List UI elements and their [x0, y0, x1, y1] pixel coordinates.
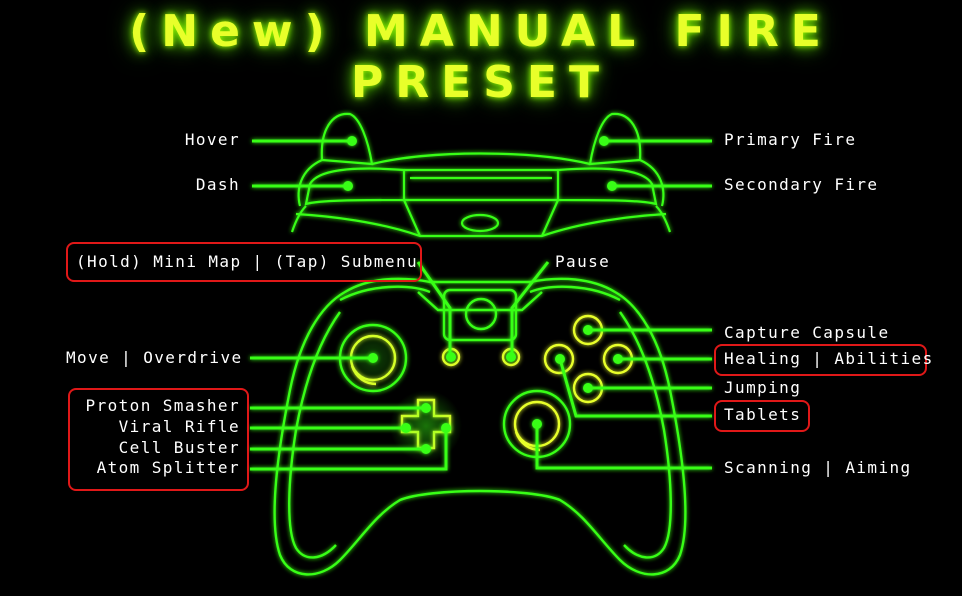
highlight-box-mini-map — [66, 242, 422, 282]
label-pause: Pause — [555, 252, 611, 271]
label-cell-buster: Cell Buster — [118, 438, 240, 457]
highlight-box-dpad — [68, 388, 249, 491]
label-move-overdrive: Move | Overdrive — [66, 348, 243, 367]
label-mini-map: (Hold) Mini Map | (Tap) Submenu — [76, 252, 419, 271]
label-secondary-fire: Secondary Fire — [724, 175, 879, 194]
controller-top-view — [290, 112, 672, 238]
label-scanning-aiming: Scanning | Aiming — [724, 458, 912, 477]
callout-lines — [250, 139, 712, 471]
page-title: (New) MANUAL FIRE PRESET — [129, 6, 833, 108]
label-jumping: Jumping — [724, 378, 802, 397]
label-healing-abilities: Healing | Abilities — [724, 349, 934, 368]
label-hover: Hover — [184, 130, 240, 149]
highlight-box-tablets — [714, 400, 810, 432]
callout-dots — [343, 136, 623, 454]
label-primary-fire: Primary Fire — [724, 130, 857, 149]
label-atom-splitter: Atom Splitter — [96, 458, 240, 477]
label-tablets: Tablets — [724, 405, 802, 424]
label-capture-capsule: Capture Capsule — [724, 323, 890, 342]
highlight-box-healing — [714, 344, 927, 376]
label-dash: Dash — [195, 175, 240, 194]
label-viral-rifle: Viral Rifle — [118, 417, 240, 436]
label-proton-smasher: Proton Smasher — [85, 396, 240, 415]
